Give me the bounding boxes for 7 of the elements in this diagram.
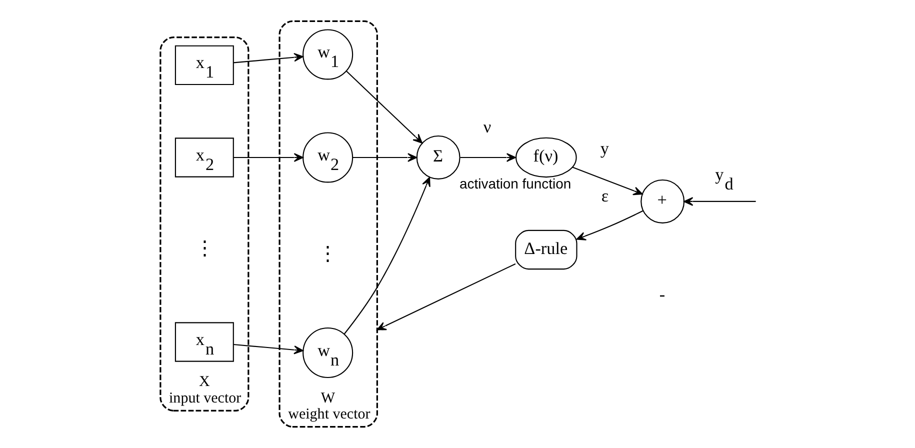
- edge-label: ν: [483, 118, 492, 137]
- node-label: activation function: [460, 175, 572, 192]
- label: -: [659, 284, 666, 304]
- label: ⋮: [318, 244, 338, 265]
- label: ⋮: [194, 238, 214, 260]
- edge-label: ε: [601, 186, 609, 206]
- edge-label: y: [600, 139, 609, 158]
